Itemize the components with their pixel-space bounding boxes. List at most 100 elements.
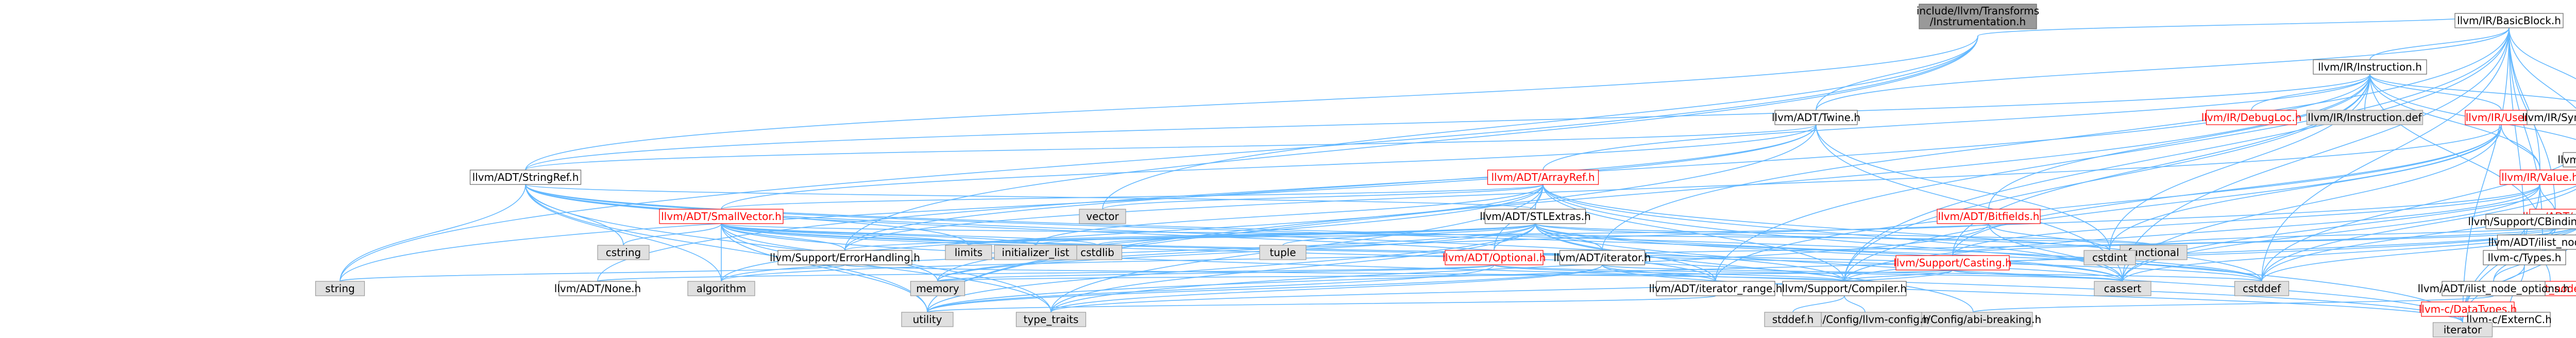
- node-limits[interactable]: limits: [945, 245, 992, 260]
- node-smallvector-label: llvm/ADT/SmallVector.h: [661, 210, 782, 223]
- node-string[interactable]: string: [315, 281, 365, 296]
- node-stddef[interactable]: stddef.h: [1764, 312, 1822, 327]
- edge-casting-to-cassert: [1952, 269, 2123, 282]
- edge-stlextras-to-cstddef: [1535, 223, 2262, 282]
- node-cstdlib[interactable]: cstdlib: [1072, 245, 1123, 260]
- edge-stlextras-to-functional: [1535, 223, 2154, 246]
- node-typetraits-label: type_traits: [1024, 313, 1079, 326]
- node-errorhandling-label: llvm/Support/ErrorHandling.h: [770, 251, 920, 264]
- node-abibreaking[interactable]: llvm/Config/abi-breaking.h: [1905, 312, 2041, 327]
- node-compiler[interactable]: llvm/Support/Compiler.h: [1782, 281, 1907, 296]
- node-user[interactable]: llvm/IR/User.h: [2465, 110, 2538, 125]
- edge-twine-to-smallvector: [721, 124, 1817, 210]
- node-bitfields[interactable]: llvm/ADT/Bitfields.h: [1937, 209, 2041, 224]
- node-memory-label: memory: [916, 282, 959, 295]
- edge-smallvector-to-functional: [721, 223, 2154, 246]
- edge-instruction-to-stringref: [525, 74, 2370, 171]
- edge-stlextras-to-memory: [937, 223, 1536, 282]
- edge-basicblock-to-ilistnode: [2509, 27, 2543, 235]
- node-smallvector[interactable]: llvm/ADT/SmallVector.h: [659, 209, 784, 224]
- edge-instruction-to-value: [2369, 74, 2540, 171]
- edge-stringref-to-typetraits: [525, 184, 1052, 313]
- node-basicblock[interactable]: llvm/IR/BasicBlock.h: [2454, 13, 2564, 28]
- node-value[interactable]: llvm/IR/Value.h: [2499, 170, 2576, 185]
- edge-instruction-to-bitfields: [1988, 74, 2370, 210]
- node-cbinding-label: llvm/Support/CBindingWrapping.h: [2468, 215, 2576, 228]
- node-cstring[interactable]: cstring: [597, 245, 650, 260]
- edge-root-to-string: [340, 36, 1978, 282]
- node-ilist[interactable]: llvm/ADT/ilist.h: [2557, 152, 2576, 167]
- node-utility-label: utility: [913, 313, 942, 326]
- nodes: include/llvm/Transforms /Instrumentation…: [315, 4, 2576, 337]
- node-bitfields-label: llvm/ADT/Bitfields.h: [1938, 210, 2040, 223]
- node-instruction[interactable]: llvm/IR/Instruction.h: [2313, 59, 2427, 75]
- node-ilistnodeoptions[interactable]: llvm/ADT/ilist_node_options.h: [2418, 281, 2570, 296]
- edge-bitfields-to-typetraits: [1050, 223, 1989, 313]
- node-cstdint[interactable]: cstdint: [2083, 250, 2136, 265]
- node-cstdint-label: cstdint: [2092, 251, 2127, 264]
- edge-casting-to-typetraits: [1050, 269, 1953, 313]
- node-tuple[interactable]: tuple: [1259, 245, 1307, 260]
- edge-user-to-casting: [1952, 124, 2502, 256]
- node-llvmconfig[interactable]: llvm/Config/llvm-config.h: [1801, 312, 1929, 327]
- node-twine[interactable]: llvm/ADT/Twine.h: [1772, 110, 1860, 125]
- node-algorithm-label: algorithm: [697, 282, 747, 295]
- edge-stringref-to-utility: [525, 184, 928, 313]
- node-instructiondef-label: llvm/IR/Instruction.def: [2308, 111, 2422, 124]
- edge-root-to-basicblock: [1977, 13, 2510, 37]
- node-algorithm[interactable]: algorithm: [687, 281, 755, 296]
- edge-basicblock-to-cstddef: [2261, 27, 2510, 282]
- node-twine-label: llvm/ADT/Twine.h: [1772, 111, 1860, 124]
- edge-root-to-twine: [1816, 36, 1978, 111]
- node-root-label-2: /Instrumentation.h: [1930, 15, 2026, 28]
- node-debugloc[interactable]: llvm/IR/DebugLoc.h: [2201, 110, 2302, 125]
- edge-adtiterator-to-utility: [927, 264, 1603, 313]
- node-compiler-label: llvm/Support/Compiler.h: [1782, 282, 1907, 295]
- edge-smallvector-to-cstring: [623, 223, 722, 246]
- node-iterator[interactable]: iterator: [2432, 322, 2493, 337]
- node-casting[interactable]: llvm/Support/Casting.h: [1893, 255, 2012, 271]
- node-memory[interactable]: memory: [910, 281, 965, 296]
- node-debugloc-label: llvm/IR/DebugLoc.h: [2201, 111, 2302, 124]
- node-utility[interactable]: utility: [901, 312, 954, 327]
- node-ilistnode[interactable]: llvm/ADT/ilist_node.h: [2488, 234, 2576, 250]
- node-cstddef[interactable]: cstddef: [2234, 281, 2290, 296]
- node-typetraits[interactable]: type_traits: [1015, 312, 1087, 327]
- edge-arrayref-to-iterator: [1543, 184, 2463, 323]
- edge-adtiterator-to-iteratorrange: [1602, 264, 1716, 282]
- node-ctypes[interactable]: llvm-c/Types.h: [2483, 250, 2566, 265]
- edge-root-to-vector: [1102, 36, 1978, 210]
- edge-compiler-to-llvmconfig: [1844, 295, 1866, 313]
- node-vector[interactable]: vector: [1079, 209, 1126, 224]
- node-cbinding[interactable]: llvm/Support/CBindingWrapping.h: [2468, 214, 2576, 229]
- node-symboltable-label: llvm/IR/SymbolTableListTraits.h: [2522, 111, 2576, 124]
- node-none[interactable]: llvm/ADT/None.h: [554, 281, 641, 296]
- node-root[interactable]: include/llvm/Transforms /Instrumentation…: [1917, 4, 2039, 29]
- node-adtiterator[interactable]: llvm/ADT/iterator.h: [1554, 250, 1651, 265]
- node-symboltable[interactable]: llvm/IR/SymbolTableListTraits.h: [2522, 110, 2576, 125]
- node-externc[interactable]: llvm-c/ExternC.h: [2466, 312, 2552, 327]
- node-arrayref[interactable]: llvm/ADT/ArrayRef.h: [1487, 170, 1599, 185]
- edge-simpleilist-to-cstddef: [2261, 229, 2576, 282]
- node-initlist[interactable]: initializer_list: [994, 245, 1077, 260]
- node-vector-label: vector: [1086, 210, 1119, 223]
- node-errorhandling[interactable]: llvm/Support/ErrorHandling.h: [770, 250, 920, 265]
- edge-smallvector-to-limits: [721, 223, 969, 246]
- edge-user-to-errorhandling: [844, 124, 2502, 251]
- node-ilistnodeoptions-label: llvm/ADT/ilist_node_options.h: [2418, 282, 2570, 295]
- node-iteratorrange-label: llvm/ADT/iterator_range.h: [1649, 282, 1783, 295]
- node-cstring-label: cstring: [606, 246, 641, 259]
- edge-value-to-casting: [1952, 184, 2540, 256]
- node-optional[interactable]: llvm/ADT/Optional.h: [1443, 250, 1546, 265]
- node-iteratorrange[interactable]: llvm/ADT/iterator_range.h: [1649, 281, 1783, 296]
- node-arrayref-label: llvm/ADT/ArrayRef.h: [1492, 171, 1595, 183]
- edge-twine-to-errorhandling: [844, 124, 1817, 251]
- node-stlextras[interactable]: llvm/ADT/STLExtras.h: [1480, 209, 1591, 224]
- node-cassert[interactable]: cassert: [2094, 281, 2151, 296]
- edge-instruction-to-casting: [1952, 74, 2370, 256]
- node-stddef-label: stddef.h: [1772, 313, 1814, 326]
- node-instructiondef[interactable]: llvm/IR/Instruction.def: [2306, 110, 2424, 125]
- edge-stringref-to-algorithm: [525, 184, 722, 282]
- node-stringref[interactable]: llvm/ADT/StringRef.h: [469, 170, 582, 185]
